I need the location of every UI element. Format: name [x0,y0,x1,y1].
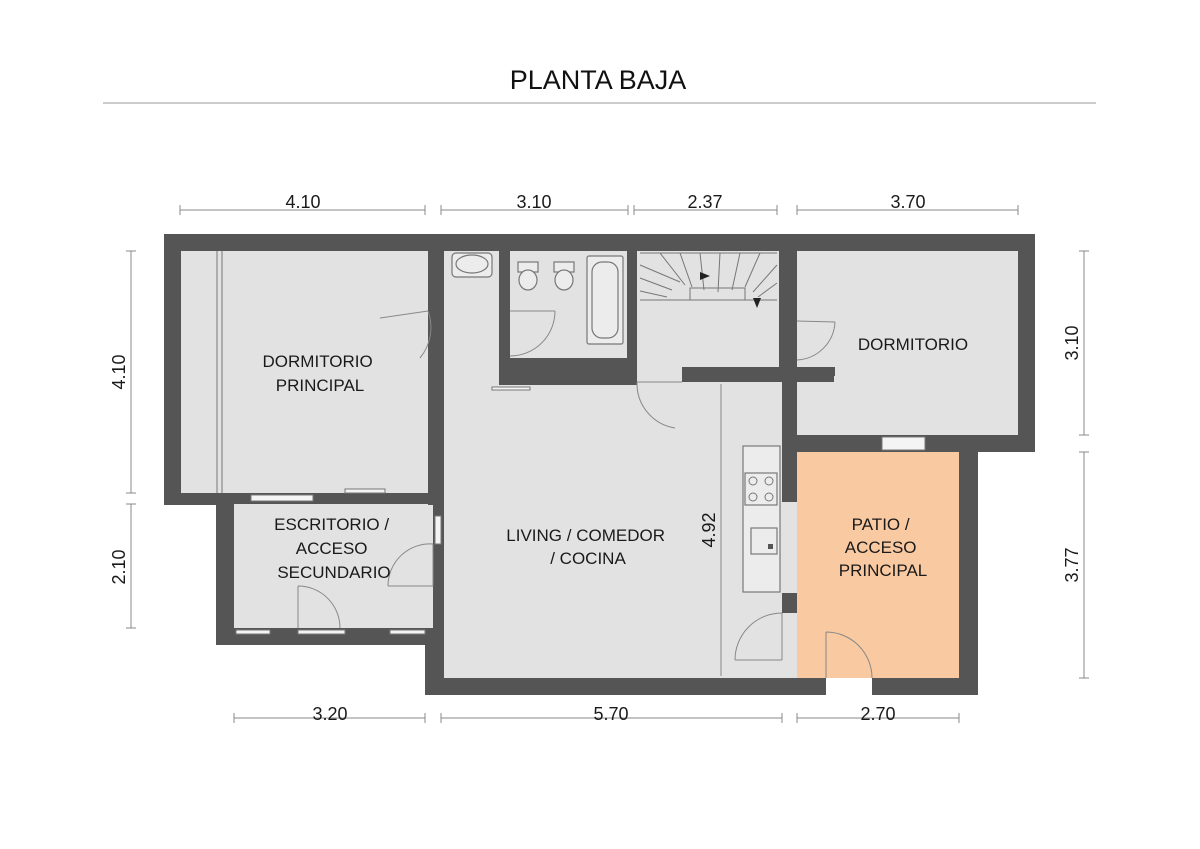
floor-dormitorio-principal [181,251,428,493]
dim-top-2: 3.10 [516,192,551,212]
stairs [639,252,778,308]
label-escritorio: ESCRITORIO / ACCESO SECUNDARIO [274,515,394,582]
label-dormitorio-principal: DORMITORIO PRINCIPAL [263,352,378,395]
dim-left-2: 2.10 [109,549,129,584]
windows [216,251,926,635]
room-labels: DORMITORIO PRINCIPAL DORMITORIO ESCRITOR… [263,335,969,582]
floor-escritorio [234,504,433,628]
dim-right-2: 3.77 [1062,547,1082,582]
dim-top-4: 3.70 [890,192,925,212]
bathroom-fixtures [451,252,624,345]
dimension-labels: 4.10 3.10 2.37 3.70 3.20 5.70 2.70 4.10 … [109,192,1082,724]
kitchen-fixtures [742,445,781,593]
floor-living [444,367,797,678]
dim-bottom-1: 3.20 [312,704,347,724]
doors [297,310,873,679]
dim-top-1: 4.10 [285,192,320,212]
dim-left-1: 4.10 [109,354,129,389]
label-patio: PATIO / ACCESO PRINCIPAL [839,515,928,580]
dimension-lines [126,205,1089,723]
dim-bottom-2: 5.70 [593,704,628,724]
plan-title: PLANTA BAJA [510,65,687,95]
dim-right-1: 3.10 [1062,325,1082,360]
floor-escalera [637,251,779,367]
dim-inner: 4.92 [699,512,719,547]
dim-bottom-3: 2.70 [860,704,895,724]
dim-top-3: 2.37 [687,192,722,212]
floor-patio [797,452,959,678]
interior-walls [181,251,978,695]
label-dormitorio: DORMITORIO [858,335,968,354]
label-living: LIVING / COMEDOR / COCINA [506,526,669,568]
